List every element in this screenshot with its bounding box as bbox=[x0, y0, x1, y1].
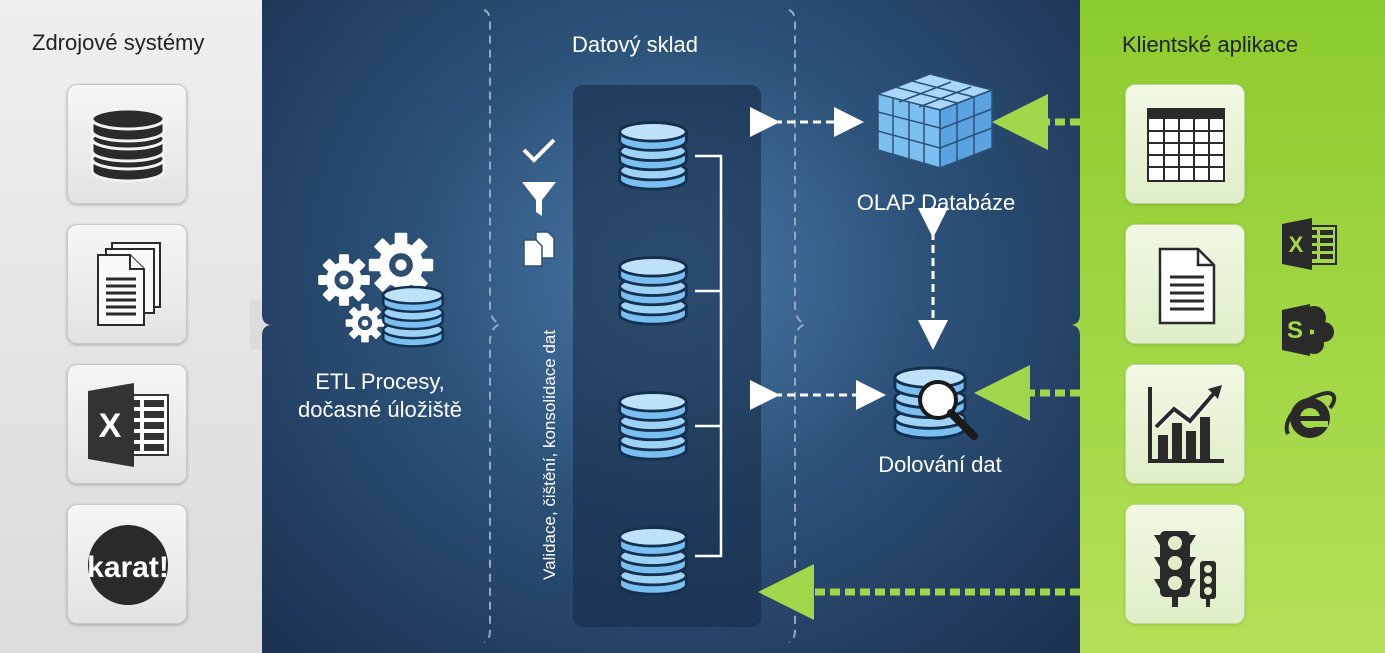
warehouse-db-3 bbox=[618, 391, 688, 461]
mining-label: Dolování dat bbox=[878, 452, 1002, 477]
data-mining-icon bbox=[893, 366, 978, 440]
warehouse-title: Datový sklad bbox=[572, 32, 698, 57]
etl-label-line1: ETL Procesy, bbox=[315, 369, 445, 394]
filter-icon bbox=[522, 182, 556, 216]
warehouse-bracket bbox=[695, 154, 723, 558]
etl-gears-icon bbox=[318, 232, 445, 348]
svg-text:X: X bbox=[99, 407, 122, 445]
excel-app-icon: X bbox=[1282, 218, 1337, 270]
report-tile bbox=[1125, 224, 1245, 344]
warehouse-db-1 bbox=[618, 121, 688, 191]
source-systems-title: Zdrojové systémy bbox=[32, 30, 205, 55]
database-tile bbox=[67, 84, 187, 204]
report-icon bbox=[1158, 247, 1216, 325]
database-icon bbox=[90, 107, 166, 183]
copy-icon bbox=[523, 231, 555, 267]
sharepoint-icon: S bbox=[1282, 304, 1334, 356]
etl-label: ETL Procesy, dočasné úložiště bbox=[280, 368, 480, 424]
client-apps-panel: Klientské aplikace bbox=[1080, 0, 1385, 653]
table-icon bbox=[1147, 108, 1225, 182]
validation-icons bbox=[522, 138, 556, 267]
karat-logo-icon: karat! bbox=[87, 525, 169, 605]
etl-label-line2: dočasné úložiště bbox=[298, 397, 462, 422]
traffic-light-tile bbox=[1125, 504, 1245, 624]
olap-label: OLAP Databáze bbox=[856, 190, 1016, 215]
karat-logo-text: karat! bbox=[87, 551, 169, 584]
excel-tile: X bbox=[67, 364, 187, 484]
dashed-dividers bbox=[483, 9, 808, 643]
client-apps-title: Klientské aplikace bbox=[1122, 32, 1299, 57]
excel-icon: X bbox=[88, 383, 169, 467]
warehouse-db-4 bbox=[618, 526, 688, 596]
table-tile bbox=[1125, 84, 1245, 204]
documents-tile bbox=[67, 224, 187, 344]
validation-label: Validace, čištění, konsolidace dat bbox=[540, 329, 559, 580]
chart-tile bbox=[1125, 364, 1245, 484]
left-notch-icon bbox=[250, 300, 272, 350]
svg-text:S: S bbox=[1287, 317, 1303, 344]
traffic-light-icon bbox=[1154, 531, 1216, 607]
olap-cube-icon bbox=[875, 73, 995, 170]
warehouse-db-2 bbox=[618, 256, 688, 326]
warehouse-databases bbox=[618, 121, 723, 596]
source-systems-panel: Zdrojové systémy bbox=[0, 0, 262, 653]
svg-text:X: X bbox=[1289, 232, 1304, 257]
chart-icon bbox=[1148, 385, 1224, 463]
documents-icon bbox=[97, 242, 161, 326]
karat-tile: karat! bbox=[67, 504, 187, 624]
check-icon bbox=[522, 138, 556, 163]
internet-explorer-icon bbox=[1284, 391, 1337, 438]
